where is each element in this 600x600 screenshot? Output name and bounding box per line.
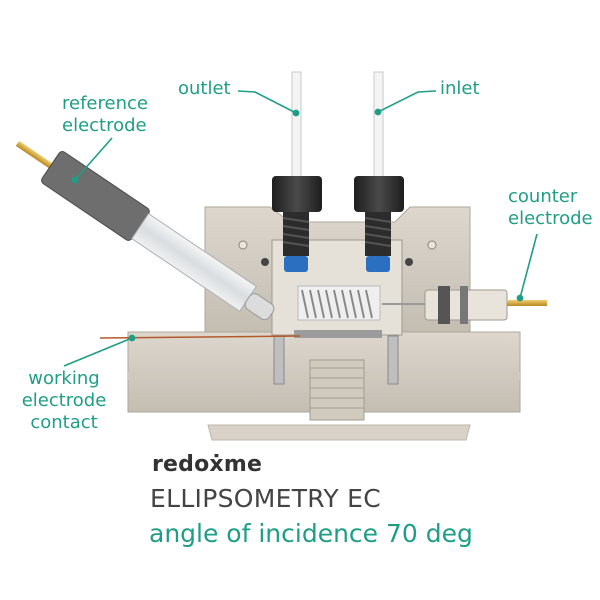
counter-electrode-label: counter electrode <box>508 186 593 229</box>
sample-plate <box>294 330 382 338</box>
inlet-label: inlet <box>440 78 480 99</box>
leader-reference-dot <box>71 176 79 184</box>
body-screw-2 <box>261 258 269 266</box>
base-foot <box>207 424 471 441</box>
outlet-fitting <box>272 176 322 272</box>
leader-working-dot <box>128 334 136 342</box>
bolt-left <box>273 335 285 385</box>
leader-inlet <box>377 90 437 113</box>
product-subtitle: angle of incidence 70 deg <box>149 519 473 548</box>
outlet-label: outlet <box>178 78 231 99</box>
brand-suffix: me <box>223 452 263 477</box>
reference-electrode <box>15 140 275 321</box>
brand-logo: redoẋme <box>152 452 262 477</box>
reference-electrode-label: reference electrode <box>62 93 148 136</box>
leader-counter-dot <box>516 294 524 302</box>
leader-counter <box>519 233 538 299</box>
brand-prefix: redox <box>152 452 224 477</box>
counter-electrode <box>382 286 547 324</box>
body-screw-1 <box>238 240 248 250</box>
spring <box>297 285 381 321</box>
working-electrode-contact-label: working electrode contact <box>21 368 107 433</box>
bottom-screw <box>309 359 365 421</box>
leader-inlet-dot <box>374 108 382 116</box>
inlet-fitting <box>354 176 404 272</box>
outlet-tube <box>291 71 302 183</box>
body-screw-3 <box>427 240 437 250</box>
leader-reference <box>74 137 113 181</box>
leader-outlet <box>237 90 297 114</box>
leader-working <box>63 337 133 367</box>
leader-outlet-dot <box>292 109 300 117</box>
product-title: ELLIPSOMETRY EC <box>150 484 382 513</box>
leader-lines <box>63 90 538 367</box>
body-screw-4 <box>405 258 413 266</box>
inlet-tube <box>373 71 384 183</box>
bolt-right <box>387 335 399 385</box>
